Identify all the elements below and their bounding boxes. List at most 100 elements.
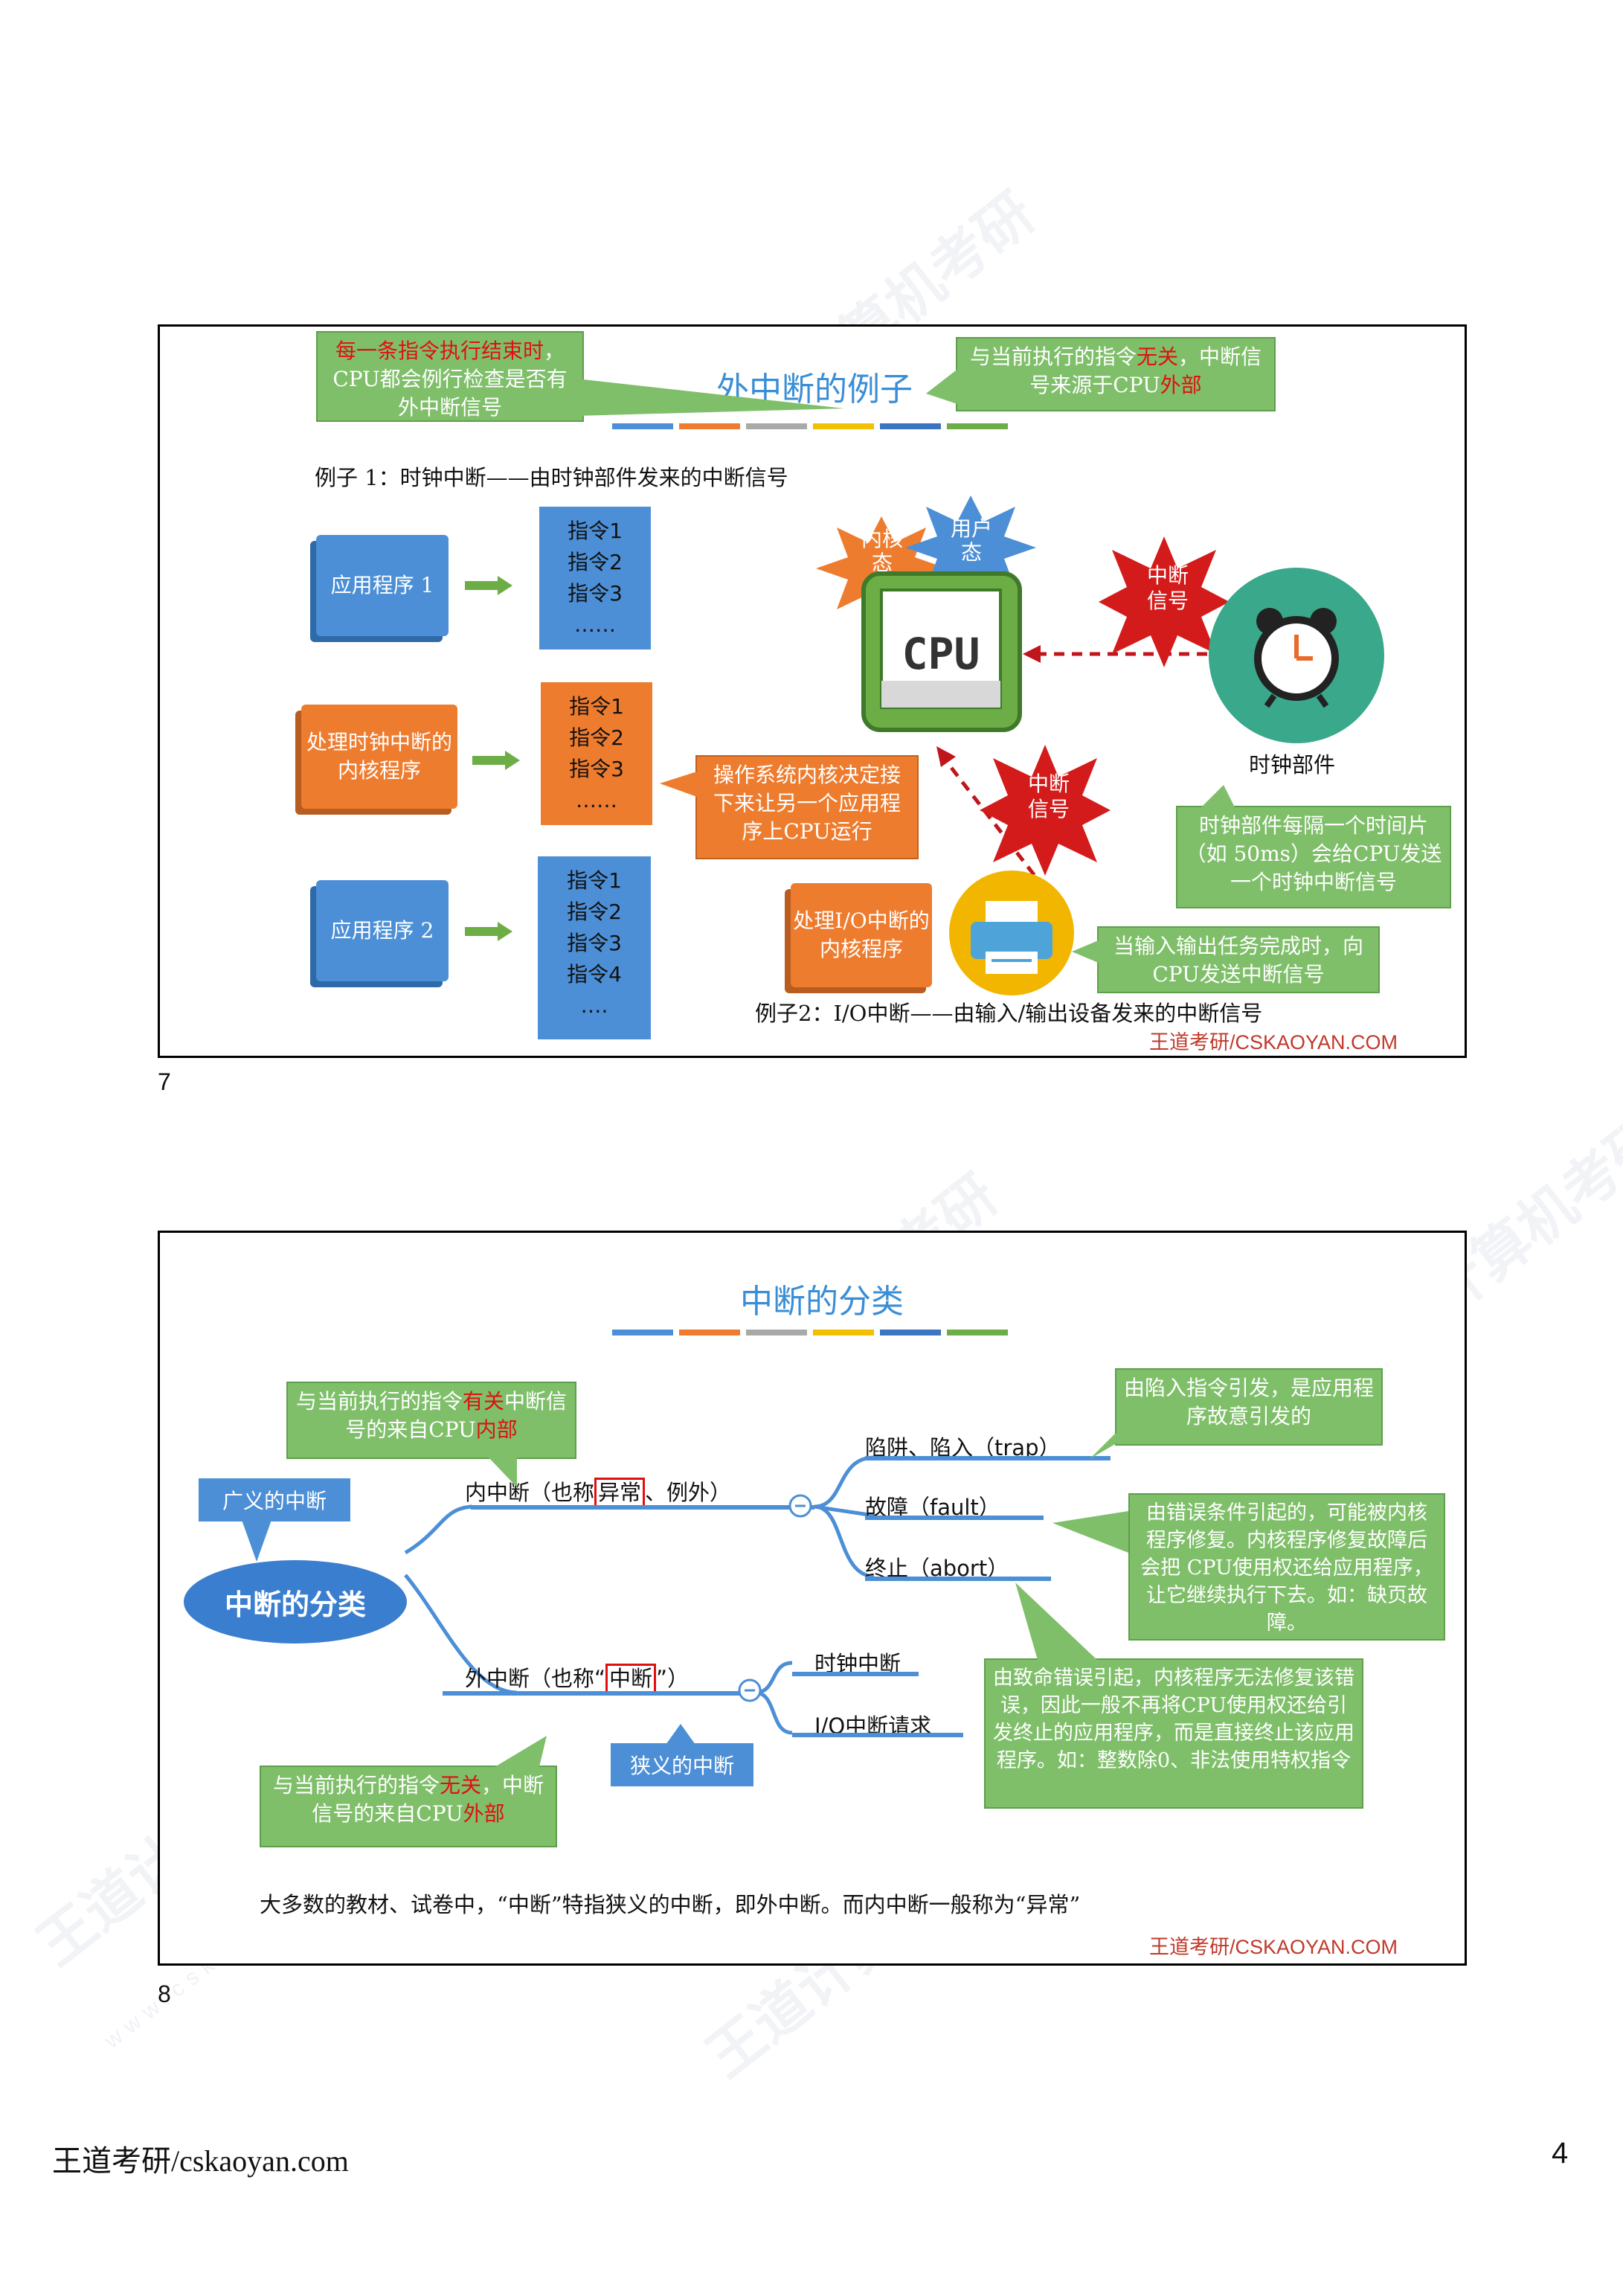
callout-external-unrelated: 与当前执行的指令无关，中断信号的来自CPU外部 [260,1766,557,1847]
callout-pointer [660,772,697,797]
slide-number: 7 [158,1068,171,1095]
burst-signal-text: 中断信号 [1146,563,1189,613]
scroll-app2: 应用程序 2 [316,880,449,981]
right-arrow-icon [465,576,512,595]
callout-red-text: 无关 [439,1773,481,1798]
boxed-term: 异常 [594,1478,646,1507]
label-pointer [666,1724,695,1745]
color-bar [746,1330,807,1335]
branch-internal: 内中断（也称异常、例外） [465,1475,731,1507]
right-arrow-icon [465,922,512,941]
callout-pointer [487,1456,517,1487]
title-color-bars [612,423,1008,429]
instruction-block-a: 指令1 指令2 指令3 …… [539,507,651,650]
mindmap-root: 中断的分类 [184,1560,407,1644]
instruction: 指令3 [568,581,623,606]
callout-red-text: 外部 [1160,373,1202,397]
color-bar [612,423,673,429]
color-bar [679,1330,740,1335]
collapse-icon[interactable] [788,1493,813,1519]
callout-text: 与当前执行的指令 [272,1773,440,1798]
instruction: 指令2 [569,725,624,750]
alarm-clock-icon [1209,568,1384,743]
callout-text: ，CPU都会例行检查是否有外中断信号 [332,339,568,420]
callout-pointer [1201,785,1235,807]
callout-red-text: 每一条指令执行结束时 [335,339,544,363]
burst-kernel-text: 内核态 [861,527,903,575]
callout-text: ，中断信号的来自CPU [312,1773,544,1826]
callout-abort: 由致命错误引起，内核程序无法修复该错误，因此一般不再将CPU使用权还给引发终止的… [984,1658,1363,1809]
callout-unrelated-external: 与当前执行的指令无关，中断信号来源于CPU外部 [956,337,1276,411]
leaf-underline [792,1733,963,1737]
branch-underline [443,1691,755,1696]
leaf-underline [865,1516,1044,1520]
callout-red-text: 无关 [1136,344,1178,369]
color-bar [746,423,807,429]
footer-site: 王道考研/cskaoyan.com [52,2144,349,2178]
callout-os-decides: 操作系统内核决定接下来让另一个应用程序上CPU运行 [695,755,919,859]
instruction: 指令1 [569,694,624,719]
branch-external: 外中断（也称“中断”） [465,1661,689,1693]
slide-external-interrupt-examples: 外中断的例子 每一条指令执行结束时，CPU都会例行检查是否有外中断信号 与当前执… [158,324,1467,1058]
callout-pointer [576,379,844,416]
dashed-arrow-io-to-cpu [936,746,1047,891]
label-pointer [242,1520,271,1562]
burst-interrupt-signal [1099,536,1230,667]
callout-pointer [495,1736,547,1767]
callout-io-complete: 当输入输出任务完成时，向CPU发送中断信号 [1097,926,1380,993]
cpu-chip-icon [861,571,1022,732]
dashed-arrow-clock-to-cpu [1023,645,1350,663]
callout-red-text: 有关 [462,1389,504,1414]
printer-icon [949,870,1074,995]
scroll-io-handler: 处理I/O中断的内核程序 [791,883,932,987]
clock-label: 时钟部件 [1249,752,1336,777]
leaf-underline [865,1577,1051,1581]
page-number: 4 [1552,2137,1569,2170]
callout-text: 中断信号的来自CPU [345,1389,568,1442]
instruction: 指令3 [569,757,624,781]
leaf-underline [792,1672,919,1676]
example1-caption: 例子 1：时钟中断——由时钟部件发来的中断信号 [315,465,788,490]
color-bar [813,423,874,429]
burst-user-text: 用户态 [950,516,992,565]
burst-signal-text: 中断信号 [1027,772,1070,821]
slide-interrupt-classification: 中断的分类 中断的分类 广义的中断 内中断（也称异常、例外） 陷阱、陷入（tra… [158,1231,1467,1966]
collapse-icon[interactable] [737,1678,762,1703]
callout-fault: 由错误条件引起的，可能被内核程序修复。内核程序修复故障后会把 CPU使用权还给应… [1128,1493,1445,1641]
callout-text: 与当前执行的指令 [295,1389,463,1414]
callout-pointer [1090,1434,1133,1459]
callout-check-every-instruction: 每一条指令执行结束时，CPU都会例行检查是否有外中断信号 [316,331,584,422]
instruction: 指令2 [567,900,622,924]
boxed-term: 中断 [605,1664,657,1693]
color-bar [813,1330,874,1335]
label-broad-interrupt: 广义的中断 [199,1478,350,1521]
scroll-app1: 应用程序 1 [316,535,449,636]
callout-clock-timeslice: 时钟部件每隔一个时间片（如 50ms）会给CPU发送一个时钟中断信号 [1176,806,1451,908]
callout-pointer [1052,1511,1128,1553]
instruction: …… [574,612,616,637]
color-bar [880,423,941,429]
example2-caption: 例子2：I/O中断——由输入/输出设备发来的中断信号 [755,1001,1263,1026]
color-bar [947,423,1008,429]
scroll-clock-handler: 处理时钟中断的内核程序 [301,705,457,809]
instruction: 指令3 [567,931,622,955]
instruction: 指令1 [567,868,622,893]
branch-underline [471,1505,814,1510]
branch-text: 内中断（也称 [465,1480,595,1505]
instruction-block-b: 指令1 指令2 指令3 …… [541,682,652,825]
instruction: 指令2 [568,550,623,574]
instruction: 指令1 [568,519,623,543]
callout-pointer [1015,1582,1097,1660]
cpu-label: CPU [902,629,980,679]
mindmap-connectors [404,1455,875,1735]
slide-number: 8 [158,1981,171,2007]
instruction: …. [580,993,608,1018]
title-color-bars [612,1330,1008,1335]
brand-footer: 王道考研/CSKAOYAN.COM [1149,1031,1398,1054]
slide-title: 中断的分类 [740,1283,904,1321]
classification-note: 大多数的教材、试卷中，“中断”特指狭义的中断，即外中断。而内中断一般称为“异常” [260,1892,1081,1917]
callout-internal-related: 与当前执行的指令有关中断信号的来自CPU内部 [286,1382,576,1459]
color-bar [679,423,740,429]
callout-pointer [1072,940,1100,963]
branch-text: 外中断（也称“ [465,1666,606,1691]
